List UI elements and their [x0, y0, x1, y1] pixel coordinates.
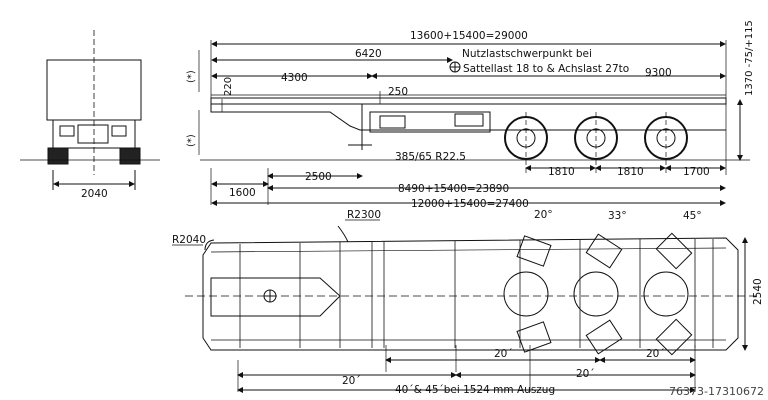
fifth-wheel-height-label: 1370 -75/+115	[744, 20, 755, 96]
container-20-label-4: 20´	[576, 368, 595, 380]
angle-2-label: 33°	[608, 210, 627, 222]
side-view	[198, 40, 750, 206]
front-view	[20, 30, 160, 190]
overall-extended-label: 12000+15400=27400	[411, 198, 529, 210]
kingpin-cog-label: 6420	[355, 48, 382, 60]
extended-length-label: 8490+15400=23890	[398, 183, 509, 195]
container-20-label-1: 20´	[494, 348, 513, 360]
container-note-label: 40´& 45´bei 1524 mm Auszug	[395, 384, 555, 396]
front-width-label: 2040	[81, 188, 108, 200]
container-20-label-2: 20´	[646, 348, 665, 360]
angle-1-label: 20°	[534, 209, 553, 221]
rear-section-label: 9300	[645, 67, 672, 79]
bracket-note-bottom: (*)	[186, 134, 197, 147]
axle-spacing-2-label: 1810	[617, 166, 644, 178]
bracket-note-top: (*)	[186, 70, 197, 83]
gooseneck-height-label: 220	[223, 77, 234, 96]
container-20-label-3: 20´	[342, 375, 361, 387]
angle-3-label: 45°	[683, 210, 702, 222]
cog-note-line1: Nutzlastschwerpunkt bei	[462, 48, 592, 60]
swing-radius-label: R2300	[347, 209, 381, 221]
overall-length-label: 13600+15400=29000	[410, 30, 528, 42]
total-width-label: 2540	[752, 278, 764, 305]
tire-size-label: 385/65 R22.5	[395, 151, 466, 163]
rear-overhang-label: 1700	[683, 166, 710, 178]
plan-view	[172, 219, 760, 393]
cog-note-line2: Sattellast 18 to & Achslast 27to	[463, 63, 629, 75]
step-250-label: 250	[388, 86, 408, 98]
watermark-id: 76373-17310672	[669, 385, 764, 398]
kingpin-setback-label: 1600	[229, 187, 256, 199]
dim-2500-label: 2500	[305, 171, 332, 183]
front-radius-label: R2040	[172, 234, 206, 246]
axle-spacing-1-label: 1810	[548, 166, 575, 178]
front-section-label: 4300	[281, 72, 308, 84]
